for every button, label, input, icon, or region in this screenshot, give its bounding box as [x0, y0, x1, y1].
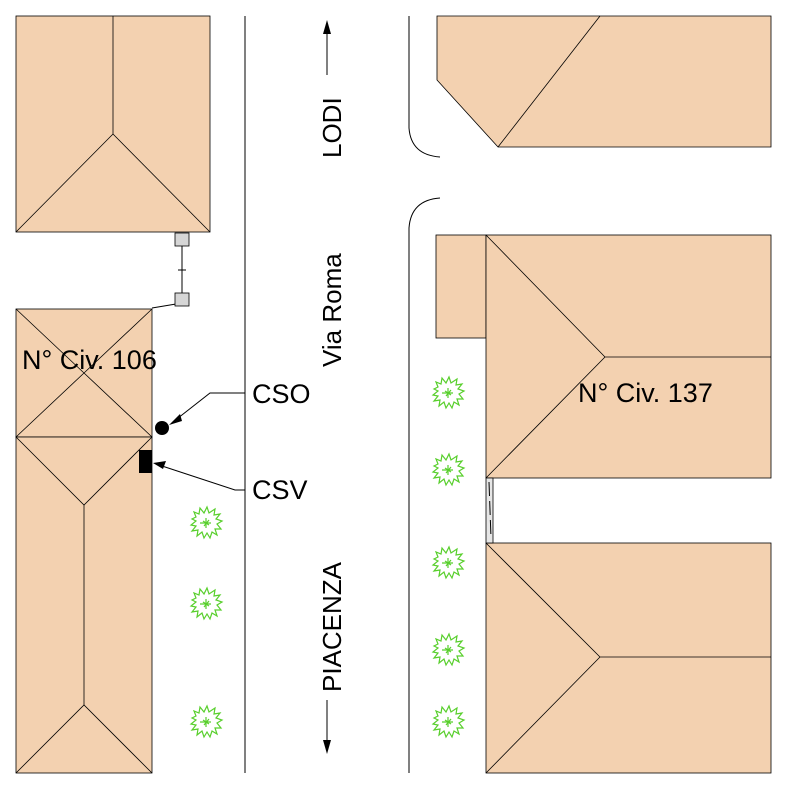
building-top-right	[436, 15, 772, 148]
building-bottom-right	[485, 542, 772, 774]
csv-label: CSV	[252, 475, 308, 505]
cso-label: CSO	[252, 379, 311, 409]
tree-icon	[432, 633, 465, 666]
cso-marker	[155, 392, 245, 435]
csv-marker	[139, 450, 245, 491]
tree-icon	[432, 546, 465, 579]
civic-number-137: N° Civ. 137	[578, 378, 713, 408]
gate	[485, 477, 494, 544]
building-civ-106	[15, 308, 153, 438]
building-civ-137	[485, 234, 772, 479]
pole-icon	[174, 232, 190, 247]
street-label-via-roma: Via Roma	[317, 253, 347, 367]
building-fill	[435, 234, 487, 339]
utility-connector	[151, 232, 190, 309]
tree-icon	[190, 506, 223, 539]
building-fill	[436, 15, 772, 148]
street-label-piacenza: PIACENZA	[317, 561, 347, 692]
street-arrows	[323, 20, 331, 754]
building-bottom-left	[15, 436, 153, 774]
street-edges	[244, 16, 441, 773]
building-fill	[485, 234, 772, 479]
street-label-lodi: LODI	[317, 97, 347, 158]
tree-icon	[190, 705, 223, 738]
tree-icon	[190, 587, 223, 620]
building-annex-right	[435, 234, 487, 339]
arrow-icon	[323, 740, 331, 754]
arrow-icon	[323, 20, 331, 34]
civic-number-106: N° Civ. 106	[22, 345, 157, 375]
pole-icon	[174, 292, 190, 307]
building-top-left	[15, 15, 211, 233]
tree-icon	[432, 705, 465, 738]
tree-icon	[432, 453, 465, 486]
tree-icon	[432, 376, 465, 409]
building-fill	[485, 542, 772, 774]
